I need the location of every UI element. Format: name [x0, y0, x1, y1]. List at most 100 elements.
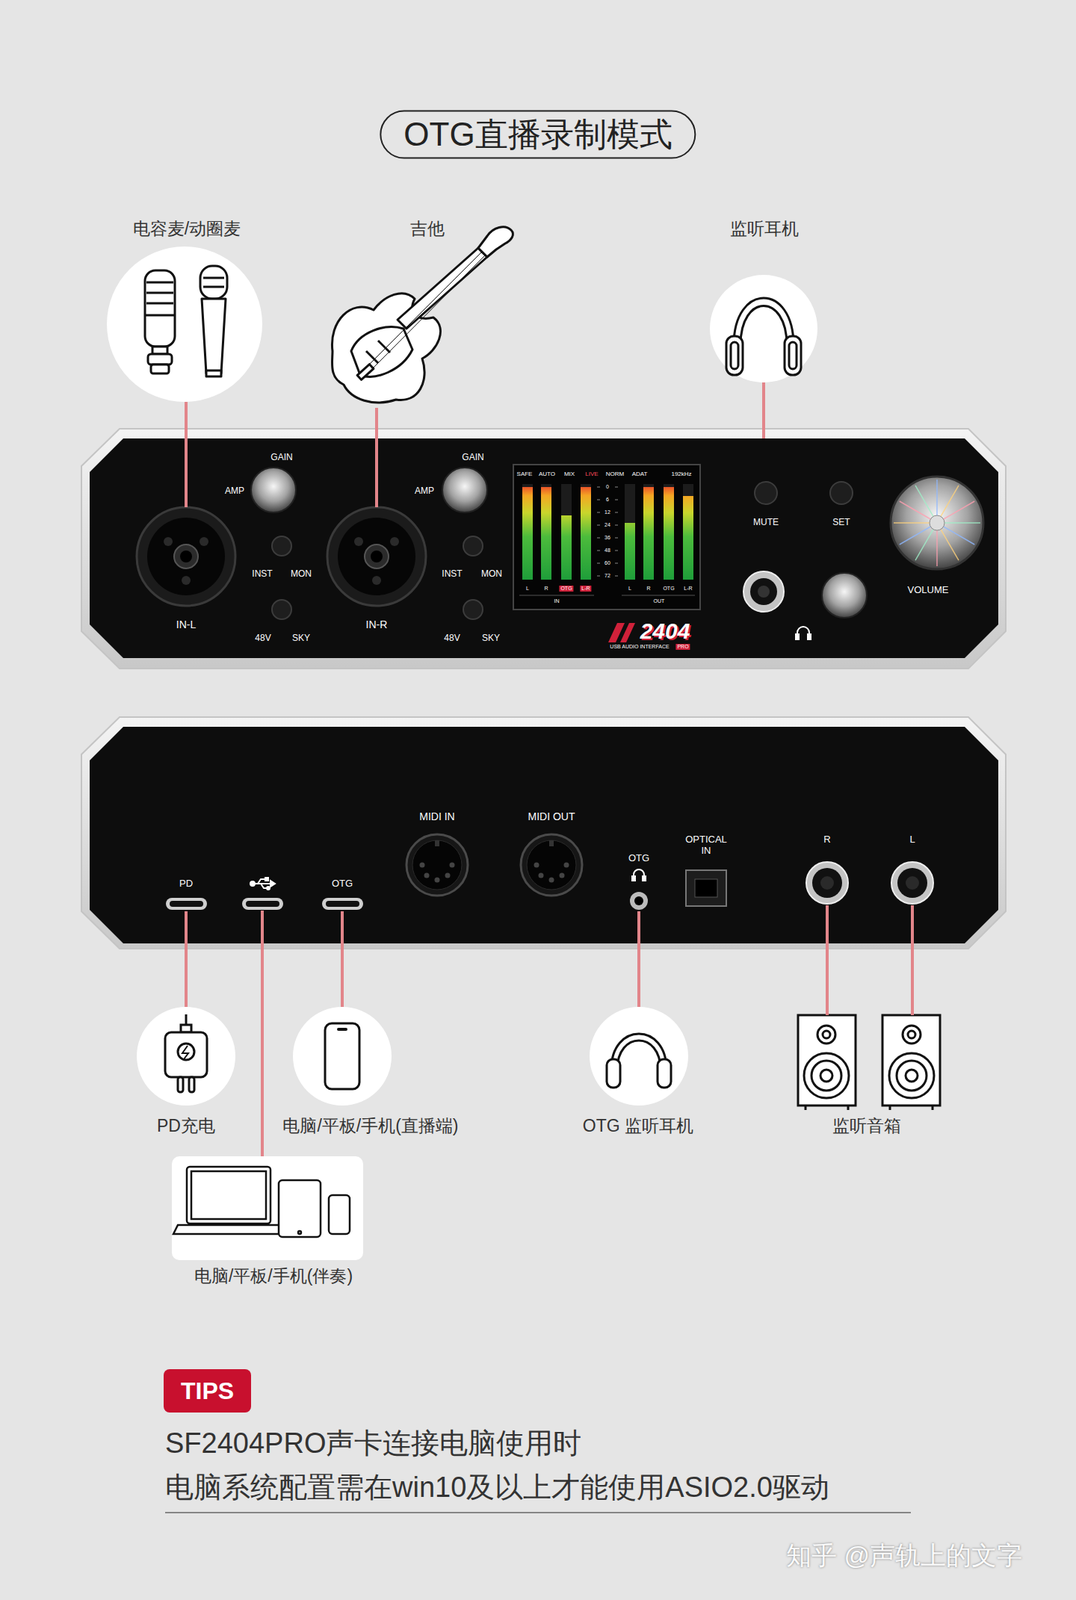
speaker-drawing	[907, 1031, 916, 1039]
phone-drawing	[325, 1023, 360, 1090]
midi-socket	[419, 863, 426, 869]
midi-socket	[538, 873, 544, 879]
headphone-drawing	[726, 298, 802, 376]
meter-screen	[522, 487, 533, 580]
screen-mode: AUTO	[538, 470, 556, 478]
meter-scale: 0	[605, 484, 609, 491]
cable-line	[260, 910, 264, 944]
screen-mode: SAFE	[517, 470, 533, 478]
microphone-drawing	[144, 314, 175, 317]
node-label: 监听耳机	[730, 218, 799, 239]
usb-c-socket	[165, 898, 364, 911]
devices-drawing	[186, 1167, 271, 1224]
devices-drawing	[328, 1195, 350, 1235]
charger-drawing	[189, 1077, 195, 1093]
headphone-jack	[743, 571, 784, 612]
logo-emblem	[620, 623, 636, 643]
logo-text: 2404	[640, 618, 691, 645]
charger-drawing	[136, 1007, 236, 1106]
guitar-drawing	[363, 251, 483, 371]
screen-mode: MIX	[564, 470, 575, 478]
channel-label: L-R	[683, 585, 692, 592]
logo-subtext: USB AUDIO INTERFACE	[609, 644, 669, 651]
phone-drawing	[292, 1007, 392, 1106]
headphone-symbol	[632, 876, 636, 881]
speaker-drawing	[822, 1031, 831, 1039]
note-text: SF2404PRO声卡连接电脑使用时	[165, 1427, 582, 1461]
volume-knob	[893, 522, 930, 524]
control-label: SET	[832, 517, 850, 529]
rear-housing	[89, 727, 999, 944]
meter-screen	[621, 595, 695, 597]
port-label: PD	[179, 878, 193, 890]
speaker-icon: 监听音箱	[798, 1015, 941, 1138]
rear-panel: MIDI INMIDI OUTOPTICAL INPDOTGOTGRL	[89, 727, 999, 944]
title-pill: OTG直播录制模式	[379, 110, 696, 160]
meter-scale: 36	[604, 535, 611, 541]
meter-scale: 48	[604, 547, 611, 554]
meter-scale: 60	[604, 560, 611, 567]
midi-socket	[434, 840, 440, 847]
meter-group: OUT	[653, 598, 666, 605]
usb-symbol	[270, 880, 275, 887]
guitar-icon: 吉他	[326, 216, 506, 408]
control-label: SKY	[292, 633, 311, 645]
meter-screen	[682, 484, 694, 580]
combo-jack	[180, 550, 193, 563]
devices-drawing	[173, 1167, 350, 1238]
connector-line	[910, 905, 914, 1016]
badge-text: TIPS	[180, 1377, 234, 1406]
meter-screen	[643, 484, 654, 580]
output-jack	[897, 868, 928, 899]
headphone-symbol	[632, 869, 646, 881]
tips-badge: TIPS	[163, 1369, 252, 1413]
microphone-drawing	[106, 246, 263, 403]
push-button	[271, 536, 292, 556]
combo-jack	[390, 537, 400, 547]
channel-label: L	[628, 585, 632, 592]
guitar-drawing	[478, 227, 513, 258]
speaker-drawing	[798, 1015, 856, 1106]
meter-scale: 6	[605, 496, 609, 503]
front-housing	[81, 428, 1006, 669]
meter-screen	[614, 499, 618, 501]
guitar-drawing	[366, 254, 486, 375]
guitar-drawing	[331, 227, 513, 403]
meter-screen	[663, 487, 674, 580]
headphone-icon: 监听耳机	[709, 216, 818, 383]
volume-knob	[890, 476, 984, 570]
meter-screen	[522, 484, 533, 580]
push-button	[463, 600, 483, 620]
combo-jack	[372, 576, 382, 586]
port-label: IN-L	[176, 618, 196, 631]
gain-knob	[442, 467, 488, 513]
microphone-drawing	[146, 292, 174, 295]
headphone-jack	[743, 571, 784, 612]
microphone-drawing	[147, 354, 172, 365]
meter-screen	[597, 499, 601, 501]
port-label: OPTICAL IN	[679, 834, 733, 858]
midi-socket	[564, 863, 570, 869]
devices-drawing	[171, 1156, 364, 1261]
combo-jack	[327, 507, 426, 606]
meter-screen	[597, 576, 601, 577]
headphone-symbol	[795, 626, 811, 640]
meter-screen	[561, 484, 572, 580]
devices-drawing	[171, 1156, 364, 1261]
meter-screen	[614, 550, 618, 552]
meter-screen	[614, 563, 618, 565]
port-label: MIDI OUT	[528, 810, 576, 823]
combo-jack	[354, 537, 364, 547]
volume-knob	[943, 501, 976, 520]
speaker-drawing	[820, 1070, 833, 1082]
port-label: MIDI IN	[419, 810, 455, 823]
speaker-drawing	[889, 1053, 935, 1099]
headphone-symbol	[795, 634, 799, 640]
connector-line	[184, 402, 188, 508]
control-label: 48V	[254, 633, 271, 645]
meter-screen	[682, 496, 694, 580]
